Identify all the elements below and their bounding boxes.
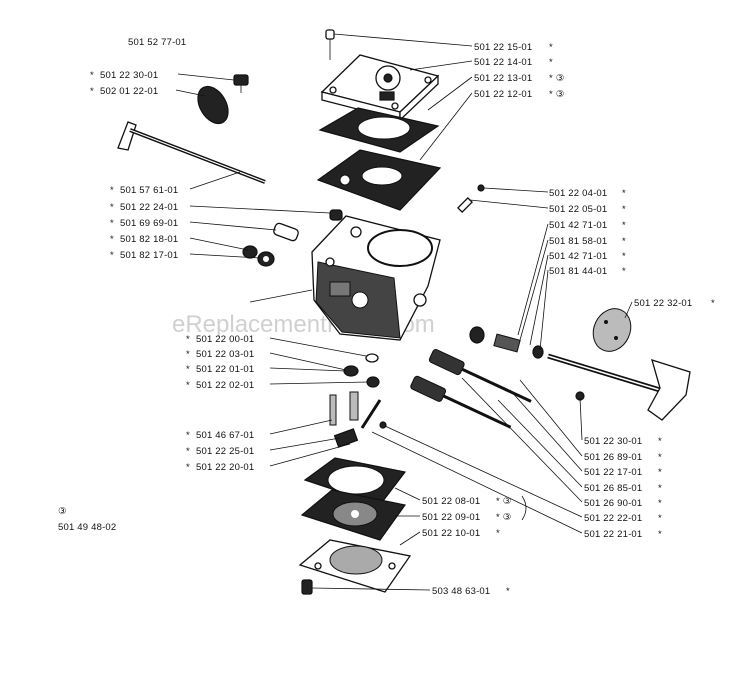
callout-label: 501 26 90-01	[584, 498, 642, 509]
callout-label: 501 22 10-01	[422, 528, 480, 539]
top-screw	[325, 29, 335, 60]
callout-label: 501 22 24-01	[120, 202, 178, 213]
choke-shaft	[547, 353, 691, 421]
callout-label: 501 22 01-01	[196, 364, 254, 375]
metering-gasket	[303, 457, 407, 506]
callout-mark: *	[186, 349, 190, 360]
callout-mark: *	[186, 364, 190, 375]
callout-mark: *	[658, 529, 662, 540]
callout-mark: * ③	[496, 496, 512, 507]
choke-valve	[592, 308, 632, 352]
callout-label: 501 22 09-01	[422, 512, 480, 523]
callout-label: 501 22 03-01	[196, 349, 254, 360]
callout-label: 501 22 17-01	[584, 467, 642, 478]
callout-mark: *	[658, 436, 662, 447]
callout-mark: *	[110, 250, 114, 261]
inlet-fittings-right	[457, 184, 544, 359]
footnote-part-number: 501 49 48-02	[58, 522, 116, 533]
callout-label: 501 57 61-01	[120, 185, 178, 196]
callout-mark: *	[549, 57, 553, 68]
check-valve-parts	[343, 353, 380, 388]
callout-label: 501 22 00-01	[196, 334, 254, 345]
bracket-mark	[521, 495, 527, 521]
pump-gasket	[316, 149, 442, 211]
callout-mark: *	[186, 334, 190, 345]
callout-label: 501 22 32-01	[634, 298, 692, 309]
footnote-symbol: ③	[58, 506, 67, 517]
callout-mark: *	[90, 86, 94, 97]
callout-mark: *	[549, 42, 553, 53]
throttle-shaft	[117, 121, 266, 184]
callout-label: 501 22 21-01	[584, 529, 642, 540]
callout-label: 501 26 89-01	[584, 452, 642, 463]
callout-label: 501 22 02-01	[196, 380, 254, 391]
throttle-stop-screw	[233, 74, 249, 93]
callout-mark: *	[622, 204, 626, 215]
pump-diaphragm	[318, 107, 440, 153]
callout-mark: * ③	[496, 512, 512, 523]
callout-mark: *	[496, 528, 500, 539]
callout-labels: 501 22 15-01 * 501 22 14-01 * 501 22 13-…	[90, 42, 715, 597]
adjustment-needles	[410, 349, 532, 429]
callout-label: 501 22 12-01	[474, 89, 532, 100]
callout-mark: *	[110, 185, 114, 196]
throttle-valve	[197, 85, 229, 125]
callout-label: 501 82 17-01	[120, 250, 178, 261]
callout-label: 501 22 22-01	[584, 513, 642, 524]
callout-mark: *	[622, 236, 626, 247]
pump-cover	[320, 54, 440, 122]
callout-label: 501 22 04-01	[549, 188, 607, 199]
callout-label: 501 22 05-01	[549, 204, 607, 215]
callout-label: 501 46 67-01	[196, 430, 254, 441]
callout-mark: *	[90, 70, 94, 81]
assembly-number: 501 52 77-01	[128, 37, 186, 48]
callout-mark: *	[110, 234, 114, 245]
callout-label: 501 22 20-01	[196, 462, 254, 473]
callout-mark: *	[186, 446, 190, 457]
callout-mark: *	[711, 298, 715, 309]
callout-label: 501 22 25-01	[196, 446, 254, 457]
callout-mark: *	[622, 188, 626, 199]
callout-mark: *	[186, 462, 190, 473]
callout-mark: * ③	[549, 89, 565, 100]
callout-label: 501 22 14-01	[474, 57, 532, 68]
carburetor-body	[311, 215, 441, 341]
callout-mark: *	[658, 498, 662, 509]
metering-needle-assembly	[329, 391, 387, 448]
callout-mark: *	[622, 251, 626, 262]
callout-label: 501 42 71-01	[549, 220, 607, 231]
callout-mark: *	[658, 467, 662, 478]
callout-label: 501 26 85-01	[584, 483, 642, 494]
callout-label: 501 22 30-01	[100, 70, 158, 81]
callout-mark: *	[110, 218, 114, 229]
callout-label: 501 81 58-01	[549, 236, 607, 247]
small-fittings-left	[242, 209, 343, 267]
parts-illustration	[117, 29, 691, 595]
callout-mark: *	[186, 380, 190, 391]
callout-label: 502 01 22-01	[100, 86, 158, 97]
leader-lines	[175, 33, 633, 591]
callout-label: 501 69 69-01	[120, 218, 178, 229]
callout-label: 501 22 30-01	[584, 436, 642, 447]
callout-mark: *	[506, 586, 510, 597]
callout-label: 501 81 44-01	[549, 266, 607, 277]
callout-mark: * ③	[549, 73, 565, 84]
callout-label: 501 22 13-01	[474, 73, 532, 84]
callout-mark: *	[186, 430, 190, 441]
callout-mark: *	[658, 452, 662, 463]
metering-diaphragm	[300, 489, 407, 541]
callout-mark: *	[622, 220, 626, 231]
callout-label: 501 42 71-01	[549, 251, 607, 262]
callout-label: 503 48 63-01	[432, 586, 490, 597]
callout-label: 501 22 08-01	[422, 496, 480, 507]
callout-label: 501 22 15-01	[474, 42, 532, 53]
callout-mark: *	[622, 266, 626, 277]
callout-mark: *	[658, 483, 662, 494]
callout-mark: *	[658, 513, 662, 524]
metering-cover	[298, 539, 412, 595]
callout-mark: *	[110, 202, 114, 213]
callout-label: 501 82 18-01	[120, 234, 178, 245]
